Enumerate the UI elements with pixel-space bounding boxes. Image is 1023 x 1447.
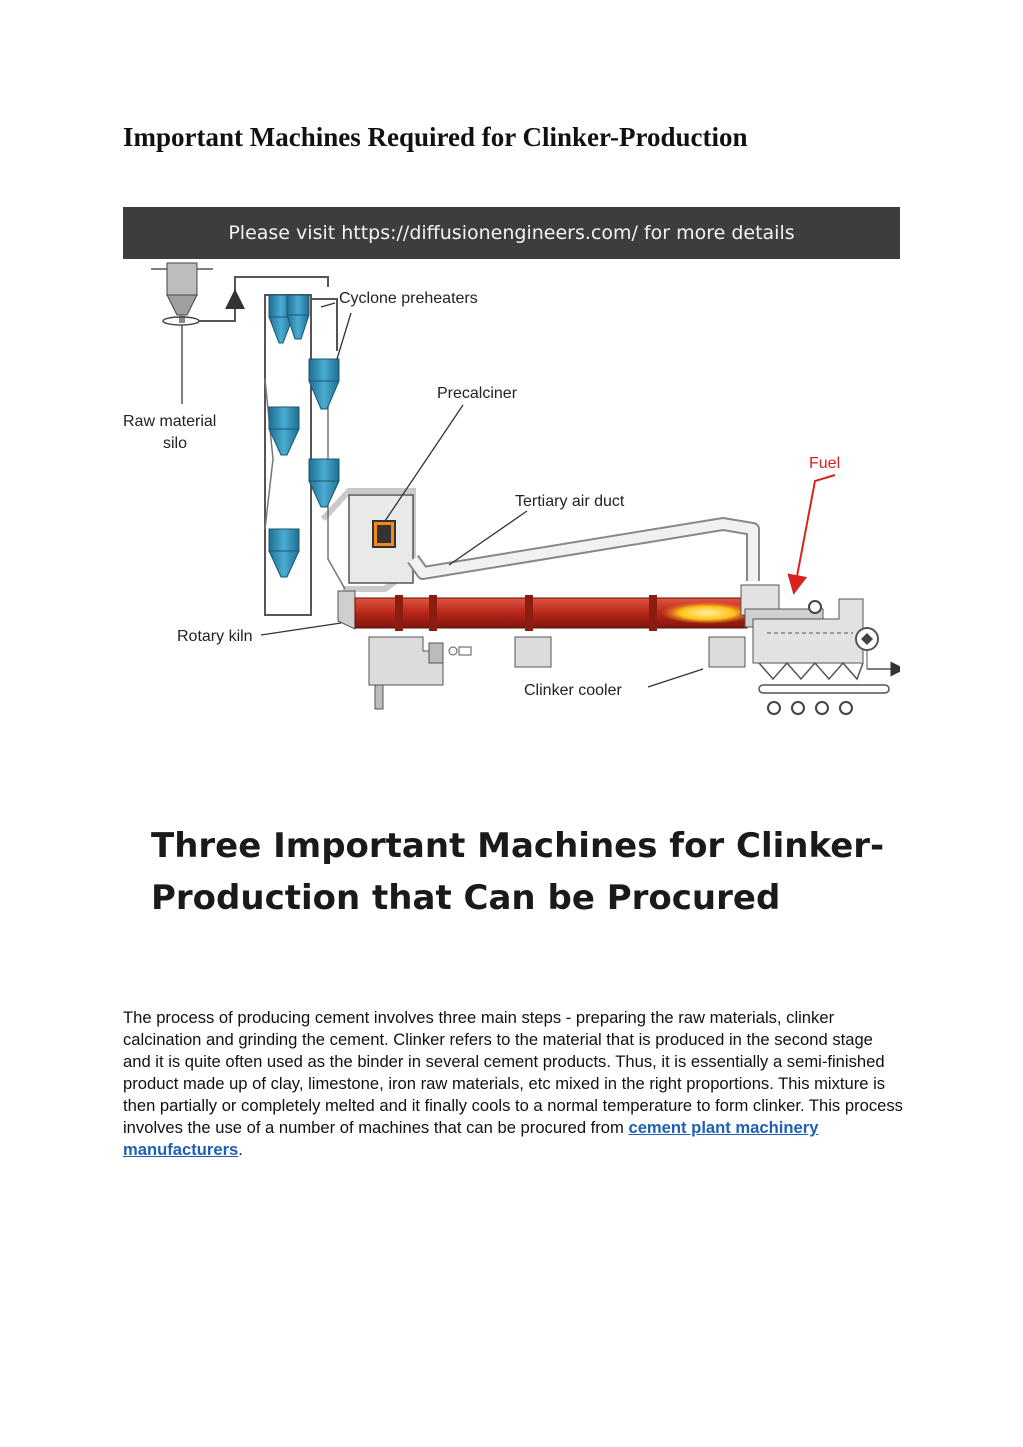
cyclone-preheaters-label: Cyclone preheaters (339, 290, 478, 307)
paragraph-text: The process of producing cement involves… (123, 1008, 903, 1137)
cyclone-2 (308, 358, 340, 410)
raw-material-silo-label-line2: silo (163, 435, 187, 452)
tertiary-air-duct (407, 517, 760, 581)
fuel-label: Fuel (809, 455, 840, 472)
section-heading: Three Important Machines for Clinker- Pr… (151, 820, 911, 924)
cyclone-1 (268, 294, 310, 344)
rotary-kiln-label: Rotary kiln (177, 628, 253, 645)
clinker-production-diagram: Fuel Cyclone preheaters Precalciner Raw … (123, 262, 900, 715)
raw-material-silo-label-line1: Raw material (123, 413, 216, 430)
raw-material-silo (151, 262, 329, 404)
label-leader-lines (260, 302, 704, 688)
fuel-indicator: Fuel (787, 455, 840, 595)
clinker-cooler (740, 584, 900, 715)
cooler-fans (767, 701, 853, 715)
cyclone-5 (268, 528, 300, 578)
intro-paragraph: The process of producing cement involves… (123, 1007, 903, 1161)
precalciner-label: Precalciner (437, 385, 518, 402)
cyclone-preheater-tower (264, 294, 346, 616)
section-heading-line1: Three Important Machines for Clinker- (151, 826, 885, 866)
document-title: Important Machines Required for Clinker-… (123, 122, 748, 152)
cyclone-3 (268, 406, 300, 456)
paragraph-end: . (238, 1140, 243, 1159)
cyclone-4 (308, 458, 340, 508)
tertiary-air-duct-label: Tertiary air duct (515, 493, 625, 510)
cement-machinery-link[interactable]: cement plant machinery manufacturers (123, 1118, 819, 1159)
website-banner: Please visit https://diffusionengineers.… (123, 207, 900, 259)
banner-text: Please visit https://diffusionengineers.… (228, 222, 795, 244)
precalciner (320, 488, 416, 592)
clinker-cooler-label: Clinker cooler (524, 682, 622, 699)
rotary-kiln (337, 590, 753, 631)
kiln-supports (368, 636, 746, 710)
section-heading-line2: Production that Can be Procured (151, 878, 781, 918)
